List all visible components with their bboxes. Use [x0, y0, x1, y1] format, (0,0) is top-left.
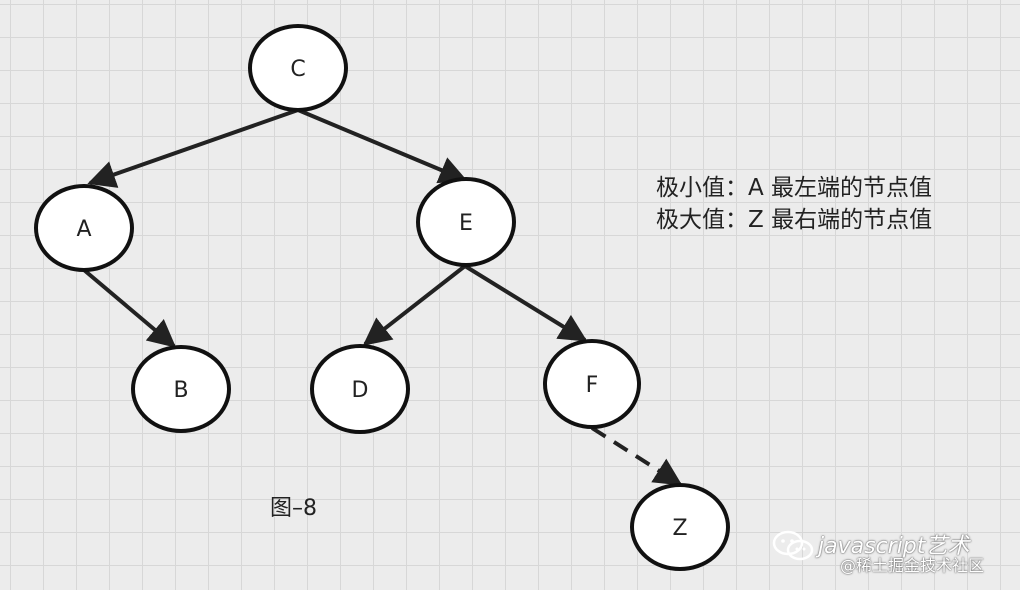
figure-caption: 图–8: [270, 496, 317, 521]
max-value-note: 极大值：Z 最右端的节点值: [656, 207, 933, 233]
edge-a-b: [82, 268, 177, 348]
node-c-label: C: [290, 57, 305, 82]
node-f-label: F: [586, 373, 599, 398]
edge-e-d: [362, 264, 467, 346]
node-e-label: E: [459, 211, 473, 236]
node-f: F: [543, 339, 641, 429]
watermark-subtitle: @稀土掘金技术社区: [840, 556, 985, 575]
node-b: B: [131, 345, 231, 433]
node-c: C: [248, 24, 348, 112]
edge-c-a: [87, 108, 299, 188]
node-z: Z: [630, 483, 730, 571]
node-z-label: Z: [672, 516, 687, 541]
watermark-title: javascript艺术: [818, 534, 970, 559]
edge-c-e: [297, 108, 468, 184]
node-d: D: [310, 344, 410, 434]
node-d-label: D: [352, 378, 369, 403]
edge-f-z-dashed: [590, 426, 683, 486]
node-a-label: A: [76, 217, 91, 242]
min-value-note: 极小值：A 最左端的节点值: [656, 175, 933, 201]
node-e: E: [416, 177, 516, 267]
node-a: A: [34, 184, 134, 272]
watermark: javascript艺术 @稀土掘金技术社区: [770, 528, 1010, 586]
node-b-label: B: [173, 378, 188, 403]
wechat-icon: [772, 530, 814, 561]
edge-e-f: [463, 264, 588, 342]
